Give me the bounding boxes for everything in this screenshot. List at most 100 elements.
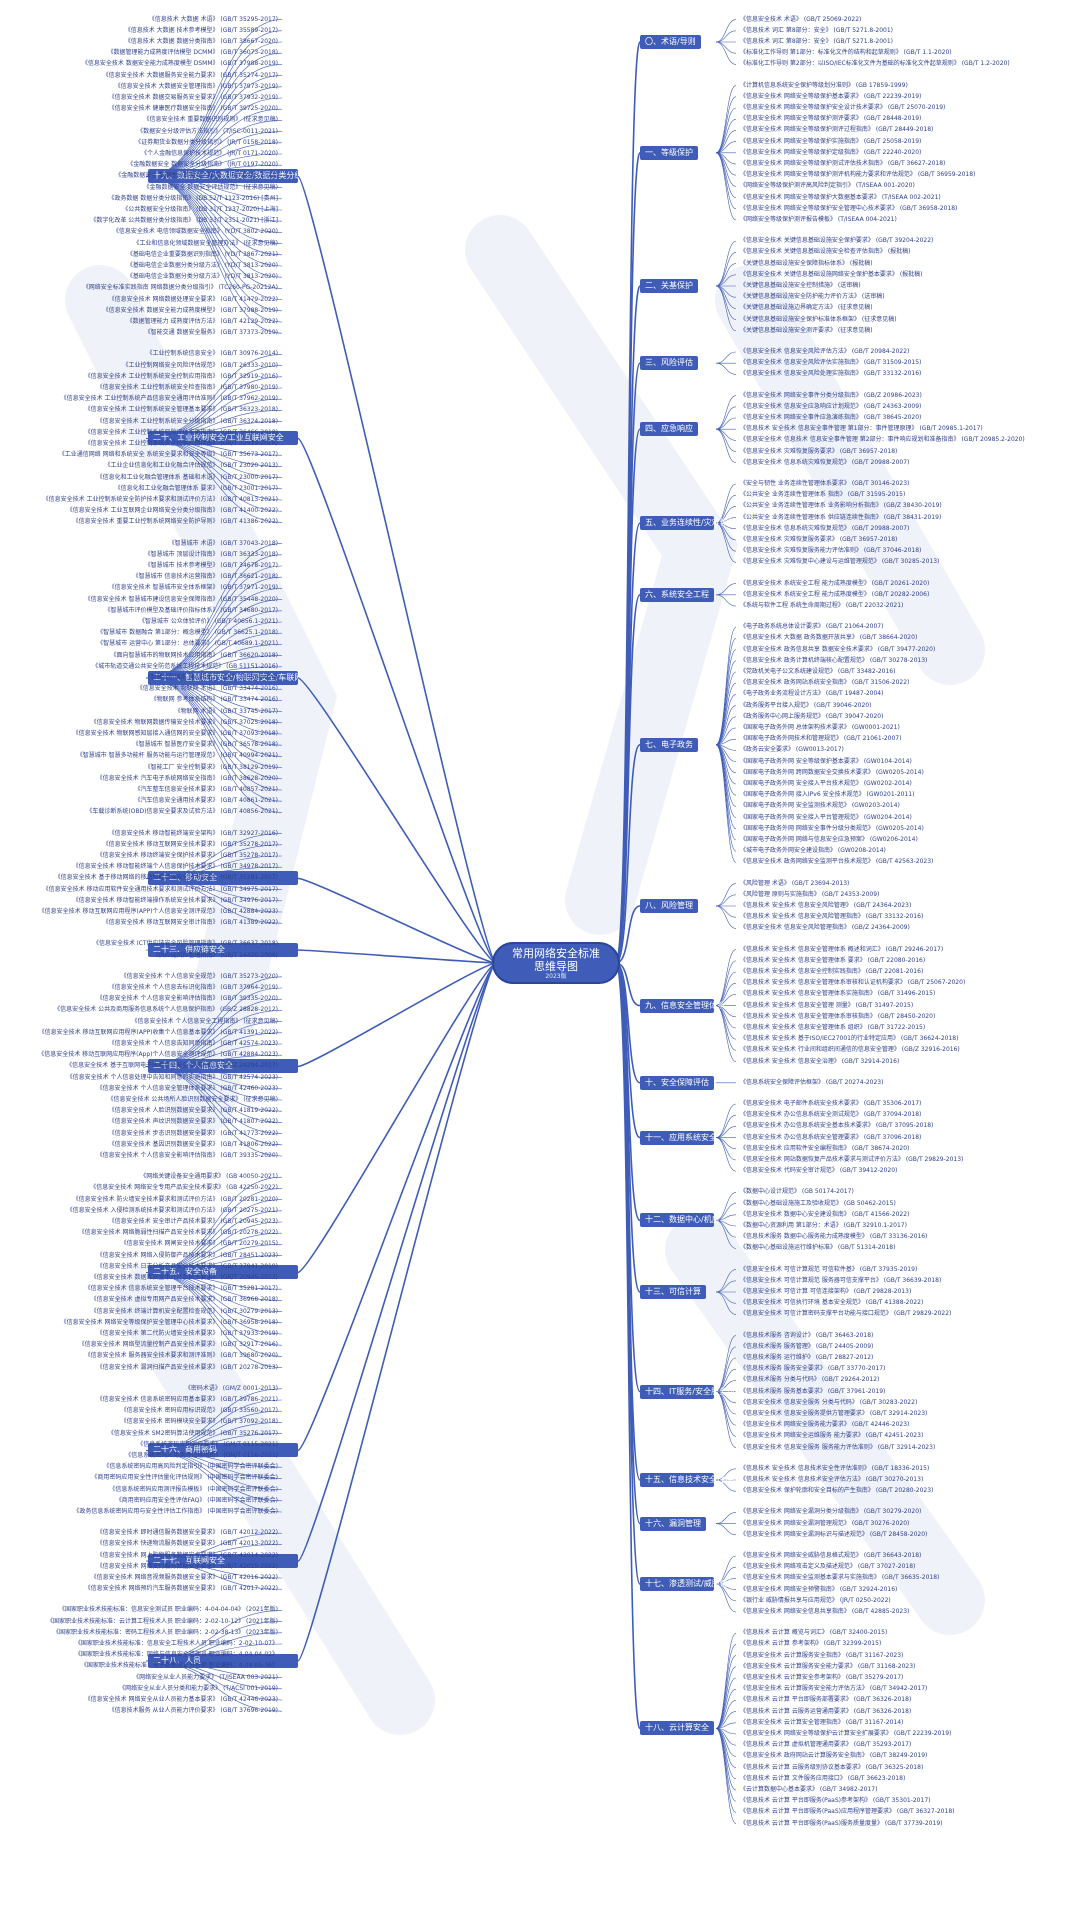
standard-leaf: 《信息安全技术 网络预约汽车服务数据安全要求》 (GB/T 42017-2022… (84, 1585, 278, 1593)
right-branch-5[interactable]: 五、业务连续性/灾难恢复 (640, 516, 736, 531)
standard-leaf: 《信息安全技术 数据安全能力成熟度模型 DSMM》 (GB/T 37988-20… (81, 60, 278, 68)
standard-leaf: 《信息技术 大数据 技术参考模型》 (GB/T 35589-2017) (124, 26, 278, 34)
standard-leaf: 《信息安全技术 工业控制系统产品信息安全通用评估准则》 (GB/T 37962-… (60, 395, 278, 403)
right-branch-18[interactable]: 十八、云计算安全 (640, 1721, 714, 1736)
standard-leaf: 《信息安全技术 云计算安全管理指南》 (GB/T 31167-2014) (740, 1718, 904, 1726)
right-branch-1[interactable]: 一、等级保护 (640, 145, 698, 160)
standard-leaf: 《信息安全技术 移动智能终端操作系统安全技术要求》 (GB/T 34976-20… (72, 896, 278, 904)
left-branch-8[interactable]: 二十七、互联网安全 (148, 1554, 298, 1569)
left-branch-0[interactable]: 十九、数据安全/大数据安全/数据分类分级 (148, 169, 298, 184)
standard-leaf: 《信息安全技术 网络安全事件应急演练指南》 (GB/T 38645-2020) (740, 414, 922, 421)
standard-leaf: 《信息安全技术 个人信息安全工程指南》 (征求意见稿) (131, 1017, 279, 1025)
left-branch-7[interactable]: 二十六、商用密码 (148, 1443, 298, 1458)
standard-leaf: 《信息安全技术 数据安全能力成熟度模型》 (GB/T 37988-2019) (102, 306, 278, 314)
standard-leaf: 《信息技术服务 服务安全要求》 (GB/T 33770-2017) (740, 1365, 886, 1373)
standard-leaf: 《电子政务业务流程设计方法》 (GB/T 19487-2004) (740, 690, 884, 698)
right-branch-15[interactable]: 十五、信息技术安全性评估 (640, 1473, 741, 1487)
right-branch-8[interactable]: 八、风险管理 (640, 899, 698, 913)
standard-leaf: 《信息安全技术 声纹识别数据安全要求》 (GB/T 41807-2022) (108, 1118, 278, 1126)
standard-leaf: 《计算机信息系统安全保护等级划分准则》 (GB 17859-1999) (740, 81, 908, 89)
standard-leaf: 《信息安全技术 终端计算机安全配置检查规范》 (GB/T 30279-2013) (90, 1307, 278, 1315)
standard-leaf: 《信息安全技术 移动互联网应用程序(App)个人信息安全测评规范》 (GB/T … (38, 1051, 278, 1059)
left-branch-9[interactable]: 二十八、人员 (148, 1653, 298, 1668)
standard-leaf: 《信息安全技术 信息安全服务 分类与代码》 (GB/T 30283-2022) (740, 1398, 918, 1406)
standard-leaf: 《智能工厂 安全控制要求》 (GB/T 38129-2019) (144, 763, 278, 771)
standard-leaf: 《信息安全技术 网络安全等级保护安全管理中心技术要求》 (GB/T 36958-… (740, 204, 958, 212)
left-branch-6[interactable]: 二十五、安全设备 (148, 1265, 298, 1280)
standard-leaf: 《信息技术 安全技术 行业间和组织间通信的信息安全管理》 (GB/Z 32916… (740, 1046, 960, 1054)
standard-leaf: 《信息安全技术 灾难恢复服务要求》 (GB/T 36957-2018) (740, 536, 898, 543)
standard-leaf: 《关键信息基础设施安全测评要求》 (征求意见稿) (740, 326, 873, 334)
standard-leaf: 《关键信息基础设施安全保障指标体系》 (报批稿) (740, 259, 873, 267)
left-branch-1[interactable]: 二十、工业控制安全/工业互联网安全 (148, 431, 298, 446)
right-branch-3[interactable]: 三、风险评估 (640, 356, 698, 371)
standard-leaf: 《信息系统密码应用测评要求》 (GM/T 0115-2021) (137, 1440, 278, 1448)
standard-leaf: 《工业通信网络 网络和系统安全 系统安全要求和安全等级》 (GB/T 35673… (58, 451, 278, 459)
standard-leaf: 《信息技术服务 分类与代码》 (GB/T 29264-2012) (740, 1376, 880, 1384)
right-branch-11[interactable]: 十一、应用系统安全 (640, 1130, 717, 1145)
right-branch-14[interactable]: 十四、IT服务/安全服务/运维 (640, 1384, 746, 1399)
standard-leaf: 《信息安全技术 个人信息告知同意指南》 (GB/T 42574-2023) (108, 1040, 278, 1047)
standard-leaf: 《信息安全技术 灾难恢复服务要求》 (GB/T 36957-2018) (740, 447, 898, 455)
right-branch-0[interactable]: 〇、术语/导则 (640, 35, 701, 49)
right-branch-13[interactable]: 十三、可信计算 (640, 1285, 706, 1299)
left-branch-2[interactable]: 二十一、智慧城市安全/物联网安全/车联网安全 (148, 671, 298, 685)
standard-leaf: 《信息安全技术 汽车电子系统网络安全指南》 (GB/T 38628-2020) (96, 774, 278, 782)
standard-leaf: 《信息安全技术 网络安全事件分类分级指南》 (GB/Z 20986-2023) (740, 391, 922, 399)
standard-leaf: 《信息技术 云计算 文件服务应用接口》 (GB/T 36623-2018) (740, 1774, 906, 1782)
standard-leaf: 《工业和信息化领域数据安全管理办法》 (征求意见稿) (133, 239, 278, 247)
left-branch-4[interactable]: 二十三、供应链安全 (148, 943, 298, 957)
standard-leaf: 《信息安全技术 信息系统灾难恢复规范》 (GB/T 20988-2007) (740, 458, 910, 466)
standard-leaf: 《信息安全技术 可信计算规范 服务器可信支撑平台》 (GB/T 36639-20… (740, 1276, 942, 1284)
right-branch-7[interactable]: 七、电子政务 (640, 737, 698, 752)
right-branch-17[interactable]: 十七、渗透测试/威胁情报 (640, 1577, 736, 1591)
standard-leaf: 《信息安全技术 网闸安全技术要求》 (GB/T 20279-2015) (120, 1240, 278, 1248)
standard-leaf: 《银行业 威胁情报共享与应用规范》 (JR/T 0250-2022) (740, 1596, 891, 1604)
standard-leaf: 《智慧城市 术语》 (GB/T 37043-2018) (168, 539, 278, 547)
standard-leaf: 《信息技术 安全技术 信息安全管理体系审核指南》 (GB/T 28450-202… (740, 1012, 936, 1020)
standard-leaf: 《信息技术 安全技术 信息安全管理体系实施指南》 (GB/T 31496-201… (740, 990, 936, 998)
standard-leaf: 《网络安全等级保护测评高风险判定指引》 (T/ISEAA 001-2020) (740, 182, 915, 190)
right-branch-10[interactable]: 十、安全保障评估 (640, 1075, 714, 1090)
right-branch-9[interactable]: 九、信息安全管理体系 (640, 998, 725, 1013)
left-branch-5[interactable]: 二十四、个人信息安全 (148, 1059, 298, 1074)
standard-leaf: 《信息安全技术 关键信息基础设施安全检查评估指南》 (报批稿) (740, 248, 911, 256)
standard-leaf: 《信息安全技术 SM2密码算法使用规范》 (GB/T 35276-2017) (107, 1429, 278, 1437)
standard-leaf: 《信息技术服务 咨询设计》 (GB/T 36463-2018) (740, 1331, 874, 1339)
right-branch-2[interactable]: 二、关基保护 (640, 279, 698, 293)
right-branch-6[interactable]: 六、系统安全工程 (640, 587, 714, 602)
standard-leaf: 《信息化和工业化融合管理体系 基础和术语》 (GB/T 23000-2017) (96, 473, 278, 481)
right-branch-4[interactable]: 四、应急响应 (640, 422, 698, 437)
standard-leaf: 《城市电子政务外网安全建设指南》 (GW0208-2014) (740, 847, 886, 855)
standard-leaf: 《信息技术 安全技术 信息技术安全性评估准则》 (GB/T 18336-2015… (740, 1464, 930, 1472)
standard-leaf: 《供应链风险管理指南》 (GB/T 24420-2009) (152, 951, 278, 959)
standard-leaf: 《信息安全技术 网络安全从业人员能力基本要求》 (GB/T 42446-2023… (84, 1696, 278, 1703)
standard-leaf: 《信息安全技术 移动互联网应用程序(APP)个人信息安全测评规范》 (GB/T … (38, 908, 278, 915)
right-branch-16[interactable]: 十六、漏洞管理 (640, 1516, 706, 1531)
standard-leaf: 《信息安全技术 重要数据识别规则》 (征求意见稿) (143, 116, 279, 124)
right-branch-12[interactable]: 十二、数据中心/机房 (640, 1213, 720, 1228)
standard-leaf: 《信息安全技术 个人信息安全影响评估指南》 (GB/T 39335-2020) (96, 1152, 278, 1159)
standard-leaf: 《信息技术 大数据 数据分类指南》 (GB/T 38667-2020) (124, 38, 278, 45)
standard-leaf: 《电子政务系统总体设计要求》 (GB/T 21064-2007) (740, 623, 884, 631)
standard-leaf: 《信息安全技术 重要工业控制系统网络安全防护导则》 (GB/T 41386-20… (72, 518, 278, 526)
standard-leaf: 《信息技术 安全技术 信息安全治理》 (GB/T 32914-2016) (740, 1057, 900, 1065)
standard-leaf: 《信息安全技术 物联网 术语》 (GB/T 33474-2016) (136, 685, 278, 693)
standard-leaf: 《信息安全技术 工业控制系统安全管理基本要求》 (GB/T 36323-2018… (84, 406, 278, 414)
standard-leaf: 《信息安全技术 网络型流量控制产品安全技术要求》 (GB/T 32917-201… (78, 1341, 278, 1349)
standard-leaf: 《个人金融信息保护技术规范》 (JR/T 0171-2020) (141, 150, 278, 157)
standard-leaf: 《数据管理能力成熟度评估模型 DCMM》 (GB/T 36073-2018) (107, 49, 278, 57)
standard-leaf: 《信息安全技术 信息安全风险评估实施指南》 (GB/T 31509-2015) (740, 359, 922, 367)
standard-leaf: 《信息安全技术 个人信息去标识化指南》 (GB/T 37964-2019) (108, 984, 278, 991)
standard-leaf: 《智慧城市 运营中心 第1部分：总体要求》 (GB/T 40689.1-2021… (97, 640, 278, 648)
left-branch-3[interactable]: 二十二、移动安全 (148, 871, 298, 886)
standard-leaf: 《信息安全技术 移动智能终端安全架构》 (GB/T 32927-2016) (108, 829, 278, 837)
standard-leaf: 《金融数据安全 数据生命周期安全规范》 (JR/T 0223-2021) (115, 172, 278, 180)
standard-leaf: 《工业企业信息化和工业化融合评估规范》 (GB/T 23020-2013) (104, 462, 278, 470)
standard-leaf: 《信息安全技术 个人信息处理中告知和同意的实施指南》 (GB/T 42574-2… (66, 1073, 278, 1081)
standard-leaf: 《信息安全技术 移动互联网应用程序(APP)收集个人信息基本要求》 (GB/T … (38, 1028, 278, 1036)
standard-leaf: 《信息技术 云计算 虚拟机管理通用要求》 (GB/T 35293-2017) (740, 1741, 912, 1749)
standard-leaf: 《信息安全技术 日志分析产品安全技术要求》 (GB/T 37941-2019) (96, 1262, 278, 1270)
standard-leaf: 《网络关键设备安全通用要求》 (GB 40050-2021) (140, 1173, 278, 1181)
standard-leaf: 《信息安全技术 网络安全漏洞管理规范》 (GB/T 30276-2020) (740, 1519, 910, 1527)
